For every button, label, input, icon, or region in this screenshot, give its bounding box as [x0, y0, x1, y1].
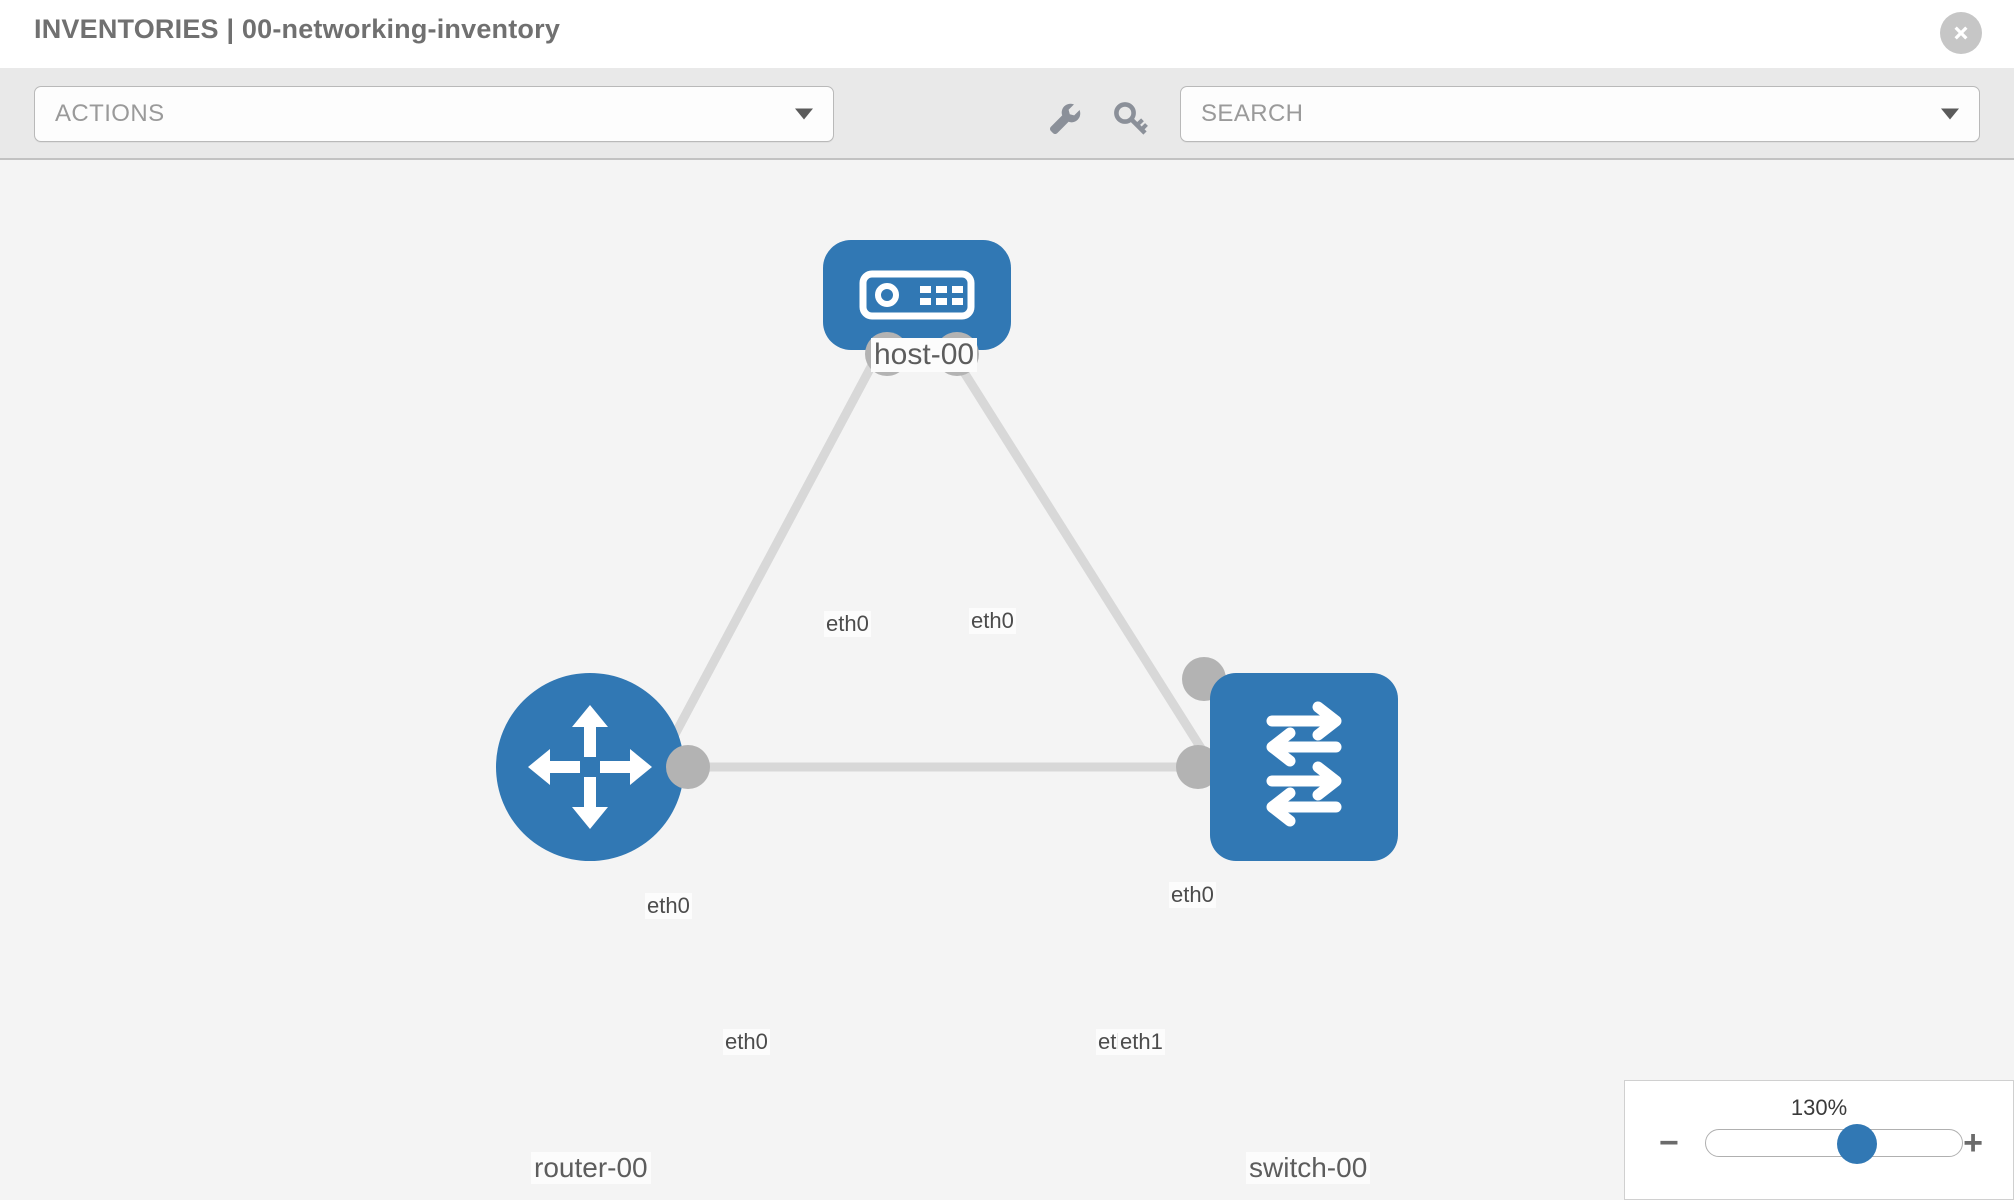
iface-label-router-up: eth0	[645, 893, 692, 919]
search-input[interactable]: SEARCH	[1180, 86, 1980, 142]
zoom-control-panel: 130% − +	[1624, 1080, 2014, 1200]
switch-arrows-icon	[1266, 701, 1342, 827]
router-arrows-icon	[528, 705, 652, 829]
iface-label-switch-left-eth1: eth1	[1118, 1029, 1165, 1055]
topology-canvas[interactable]: host-00 router-00	[0, 160, 2014, 1200]
zoom-slider[interactable]	[1705, 1124, 1963, 1164]
zoom-level-value: 130%	[1790, 1095, 1848, 1120]
iface-label-switch-up: eth0	[1169, 882, 1216, 908]
node-router-00[interactable]	[496, 673, 710, 861]
key-glyph	[1114, 102, 1148, 135]
close-x-glyph	[1954, 26, 1968, 40]
page-title: INVENTORIES | 00-networking-inventory	[34, 14, 561, 44]
port-router-00-right[interactable]	[666, 745, 710, 789]
node-switch-00-label: switch-00	[1246, 1152, 1371, 1184]
node-router-00-label: router-00	[531, 1152, 651, 1184]
topology-graph: host-00 router-00	[0, 160, 2014, 1200]
server-icon	[859, 270, 975, 320]
actions-dropdown-label: ACTIONS	[55, 100, 165, 127]
wrench-glyph	[1050, 103, 1081, 134]
iface-label-host-left: eth0	[824, 611, 871, 637]
key-icon[interactable]	[1112, 100, 1150, 138]
page-header: INVENTORIES | 00-networking-inventory	[0, 0, 2014, 68]
zoom-out-button[interactable]: −	[1659, 1124, 1679, 1162]
iface-label-host-right: eth0	[969, 608, 1016, 634]
zoom-in-button[interactable]: +	[1963, 1124, 1983, 1162]
node-switch-00[interactable]	[1176, 657, 1398, 861]
wrench-icon[interactable]	[1046, 100, 1084, 138]
close-icon[interactable]	[1940, 12, 1982, 54]
link-host-router	[636, 347, 884, 803]
chevron-down-icon	[795, 108, 813, 120]
iface-label-router-right: eth0	[723, 1029, 770, 1055]
search-input-value: SEARCH	[1201, 100, 1304, 127]
node-host-00[interactable]	[823, 240, 1011, 376]
actions-dropdown[interactable]: ACTIONS	[34, 86, 834, 142]
node-host-00-label: host-00	[871, 338, 978, 372]
node-switch-00-shape[interactable]	[1210, 673, 1398, 861]
node-host-00-shape[interactable]	[823, 240, 1011, 350]
toolbar: ACTIONS SEARCH	[0, 68, 2014, 160]
topology-links	[636, 347, 1244, 813]
link-host-switch	[946, 347, 1244, 813]
node-router-00-shape[interactable]	[496, 673, 684, 861]
chevron-down-icon	[1941, 108, 1959, 120]
zoom-slider-thumb[interactable]	[1836, 1124, 1877, 1164]
